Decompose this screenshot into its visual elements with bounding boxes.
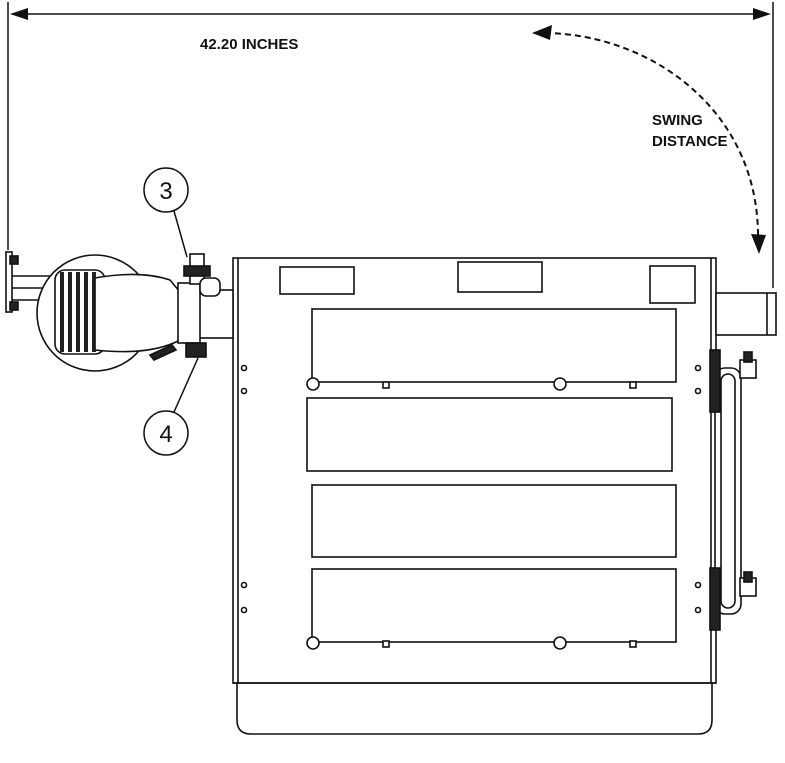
panel-4-tab-left [306,636,320,650]
callout-3-leader [173,210,188,258]
panel-3 [311,484,677,558]
top-cutout-right [649,265,696,304]
burner-fitting-top-nut [183,265,211,277]
panel-1-clip-a [382,381,390,389]
outlet-pipe-body [715,292,777,336]
callout-4-number: 4 [159,421,172,448]
panel-1-tab-left [306,377,320,391]
burner-body [94,273,181,353]
swing-label-line2: DISTANCE [652,133,728,150]
callout-4: 4 [143,357,199,456]
side-hole-7 [694,581,702,589]
dimension-arrow-right [753,8,771,20]
panel-4-clip-b [629,640,637,648]
burner-collar [177,282,201,344]
swing-arrow-end [751,234,766,254]
burner-flange-bolt-bottom [9,301,19,311]
top-cutout-left [279,266,355,295]
top-cutout-center [457,261,543,293]
burner-flange [5,251,13,313]
burner-arm [199,277,221,297]
panel-1-clip-b [629,381,637,389]
side-hole-3 [240,581,248,589]
panel-1 [311,308,677,383]
dimension-arrow-left [10,8,28,20]
cabinet [232,257,717,735]
handle-bar-inner [720,373,736,609]
handle-knob-bottom [743,571,753,583]
panel-1-tab-right [553,377,567,391]
callout-4-leader [173,357,199,413]
cabinet-base-skirt [236,683,713,735]
side-hole-2 [240,387,248,395]
side-hole-1 [240,364,248,372]
swing-arc [544,32,760,241]
burner-fitting-bottom [185,342,207,358]
swing-label-line1: SWING [652,112,703,129]
callout-4-bubble [143,410,189,456]
callout-3: 3 [143,167,189,258]
panel-4 [311,568,677,643]
burner-lever [148,344,178,361]
callout-3-number: 3 [159,178,172,205]
side-hole-6 [694,387,702,395]
burner-motor-fins [60,272,96,352]
outlet-pipe [715,292,777,336]
handle-mount-bottom [709,567,721,631]
dimension-label: 42.20 INCHES [200,36,298,53]
handle-mount-top [709,349,721,413]
side-hole-4 [240,606,248,614]
burner-flange-bolt-top [9,255,19,265]
panel-2 [306,397,673,472]
panel-4-clip-a [382,640,390,648]
handle-knob-top [743,351,753,363]
width-dimension: 42.20 INCHES [7,2,774,288]
panel-4-tab-right [553,636,567,650]
side-hole-8 [694,606,702,614]
callout-3-bubble [143,167,189,213]
side-handle [709,349,757,631]
swing-distance-indicator: SWING DISTANCE [532,25,766,254]
swing-arrow-start [532,25,552,40]
burner-assembly [5,251,234,372]
side-hole-5 [694,364,702,372]
